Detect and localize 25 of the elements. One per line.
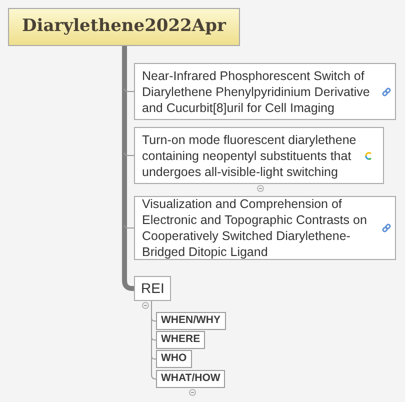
leaf-topic-text: WHERE xyxy=(161,332,200,348)
leaf-topic-text: WHEN/WHY xyxy=(161,313,220,328)
branch-line xyxy=(124,224,134,228)
leaf-topic-box xyxy=(156,331,206,349)
leaf-topic-text: WHO xyxy=(161,351,187,366)
leaf-topic-text: WHAT/HOW xyxy=(161,371,220,386)
leaf-topic-box xyxy=(156,312,226,330)
subtopic-box xyxy=(134,276,172,301)
branch-line xyxy=(151,336,156,340)
branch-line xyxy=(124,152,134,156)
connector-line xyxy=(151,300,156,380)
connector-line xyxy=(122,46,135,291)
topic-text: Near-Infrared Phosphorescent Switch of Diarylethene Phenylpyridinium Derivative and Cucurbit[8]uril for Cell Imaging xyxy=(142,68,371,116)
topic-box xyxy=(134,63,396,120)
central-topic-title: Diarylethene2022Apr xyxy=(22,15,226,38)
topic-box xyxy=(134,127,384,184)
central-topic-box xyxy=(8,8,240,46)
subtopic-text: REI xyxy=(141,279,164,298)
topic-text: Turn-on mode fluorescent diarylethene containing neopentyl substituents that undergoes all-visible-light switching xyxy=(142,132,358,180)
branch-line xyxy=(151,356,156,360)
branch-line xyxy=(124,88,134,92)
leaf-topic-box xyxy=(156,370,226,388)
branch-line xyxy=(151,318,156,322)
leaf-topic-box xyxy=(156,350,192,368)
topic-text: Visualization and Comprehension of Electronic and Topographic Contrasts on Cooperatively Switched Diarylethene-Bridged Ditopic Ligand xyxy=(142,196,368,260)
